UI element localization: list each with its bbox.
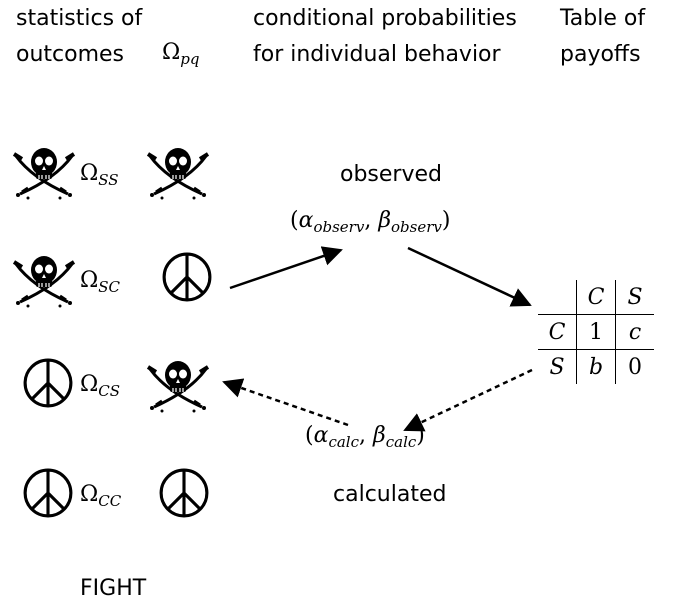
peace-icon: [159, 468, 209, 518]
omega-ss-label: ΩSS: [80, 161, 119, 189]
arrow-to-payoff-table: [407, 246, 532, 307]
fight-label: FIGHT: [80, 576, 147, 601]
header-statistics-line2: outcomes: [16, 42, 125, 67]
calculated-params: (αcalc, βcalc): [305, 423, 425, 451]
peace-icon: [23, 468, 73, 518]
header-conditional-line2: for individual behavior: [253, 42, 501, 67]
pirate-skull-icon: [146, 359, 210, 415]
arrow-to-outcome-cs: [222, 378, 349, 427]
observed-label: observed: [340, 162, 442, 187]
header-payoffs-line1: Table of: [560, 6, 646, 31]
payoff-row-header-s: S: [549, 354, 565, 380]
observed-params: (αobserv, βobserv): [290, 208, 451, 236]
payoff-cell-cc: 1: [576, 314, 616, 350]
pirate-skull-icon: [12, 146, 76, 202]
header-omega-pq: Ωpq: [162, 40, 200, 68]
payoff-table: C S C 1 c S b 0: [538, 280, 654, 384]
omega-sc-label: ΩSC: [80, 268, 121, 296]
calculated-label: calculated: [333, 482, 447, 507]
header-statistics-line1: statistics of: [16, 6, 143, 31]
header-payoffs-line2: payoffs: [560, 42, 641, 67]
arrow-to-calculated: [403, 368, 533, 432]
payoff-col-header-s: S: [615, 280, 654, 315]
peace-icon: [23, 358, 73, 408]
payoff-row-header-c: C: [538, 314, 577, 350]
pirate-skull-icon: [12, 254, 76, 310]
omega-cs-label: ΩCS: [80, 372, 121, 400]
payoff-cell-cs: c: [615, 314, 654, 350]
payoff-col-header-c: C: [576, 280, 616, 315]
payoff-cell-ss: 0: [615, 349, 654, 384]
arrow-to-observed: [229, 246, 343, 290]
peace-icon: [162, 252, 212, 302]
payoff-corner-cell: [538, 280, 577, 315]
header-conditional-line1: conditional probabilities: [253, 6, 517, 31]
pirate-skull-icon: [146, 146, 210, 202]
omega-cc-label: ΩCC: [80, 482, 122, 510]
payoff-cell-sc: b: [576, 349, 616, 384]
